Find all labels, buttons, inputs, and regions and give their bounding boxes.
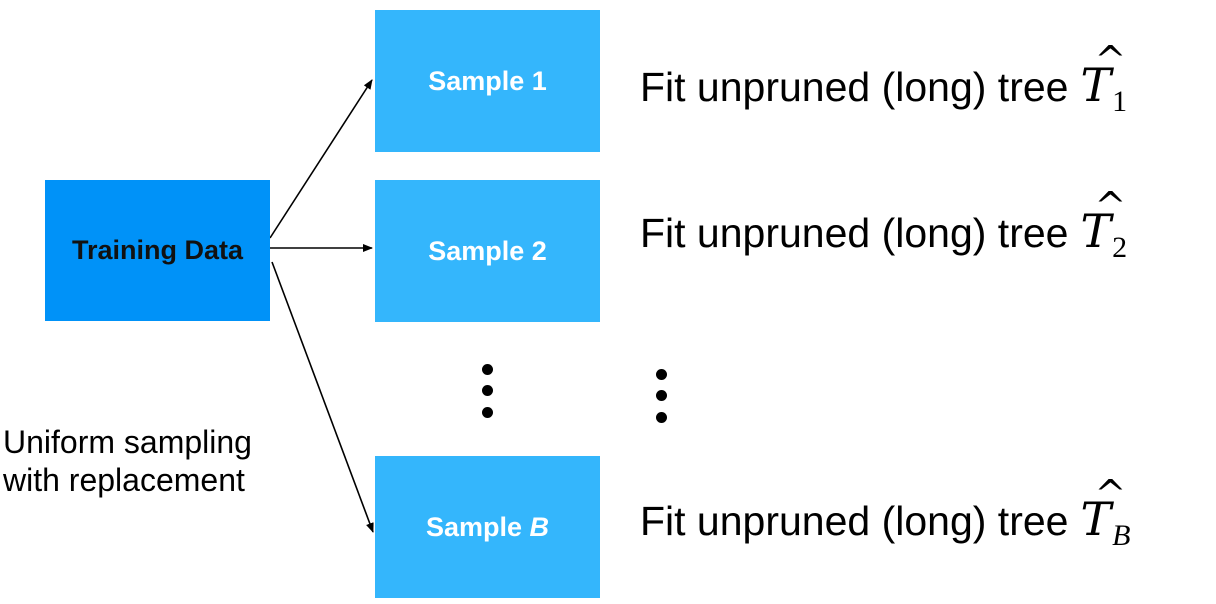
arrow-to-sample-1 [269,79,373,239]
sample-b-label-variable: B [529,511,550,542]
sample-1-box: Sample 1 [375,10,600,152]
sample-b-box: Sample B [375,456,600,598]
tree-subscript: 1 [1112,85,1128,118]
tree-subscript: B [1112,519,1131,552]
fit-tree-b: Fit unpruned (long) tree ^ TB [640,472,1130,552]
sample-1-label: Sample 1 [428,65,547,96]
tree-estimate-symbol: ^ T1 [1080,38,1127,118]
sample-b-label: Sample B [426,512,549,543]
training-data-box: Training Data [45,180,270,321]
sample-2-label: Sample 2 [428,235,547,266]
hat-accent: ^ [1094,472,1127,516]
tree-subscript: 2 [1112,231,1128,264]
caption-line-2: with replacement [3,462,245,498]
hat-accent: ^ [1094,38,1127,82]
hat-accent: ^ [1094,184,1127,228]
ellipsis-dot [482,407,493,418]
ellipsis-dot [656,390,667,401]
ellipsis-dot [482,385,493,396]
fit-tree-2-text: Fit unpruned (long) tree [640,210,1069,256]
tree-symbol-letter: T [1080,492,1112,546]
sample-2-box: Sample 2 [375,180,600,322]
fit-tree-1: Fit unpruned (long) tree ^ T1 [640,38,1127,118]
fit-tree-b-text: Fit unpruned (long) tree [640,498,1069,544]
caption-line-1: Uniform sampling [3,424,252,460]
fit-tree-1-text: Fit unpruned (long) tree [640,64,1069,110]
tree-symbol-letter: T [1080,58,1112,112]
tree-estimate-symbol: ^ T2 [1080,184,1127,264]
sampling-caption: Uniform sampling with replacement [3,423,252,499]
fit-tree-2: Fit unpruned (long) tree ^ T2 [640,184,1127,264]
ellipsis-dot [482,364,493,375]
sample-b-label-prefix: Sample [425,511,530,542]
tree-estimate-symbol: ^ TB [1080,472,1130,552]
tree-symbol-letter: T [1080,204,1112,258]
ellipsis-dot [656,369,667,380]
ellipsis-dot [656,412,667,423]
training-data-label: Training Data [71,235,244,265]
arrow-to-sample-b [271,261,374,533]
